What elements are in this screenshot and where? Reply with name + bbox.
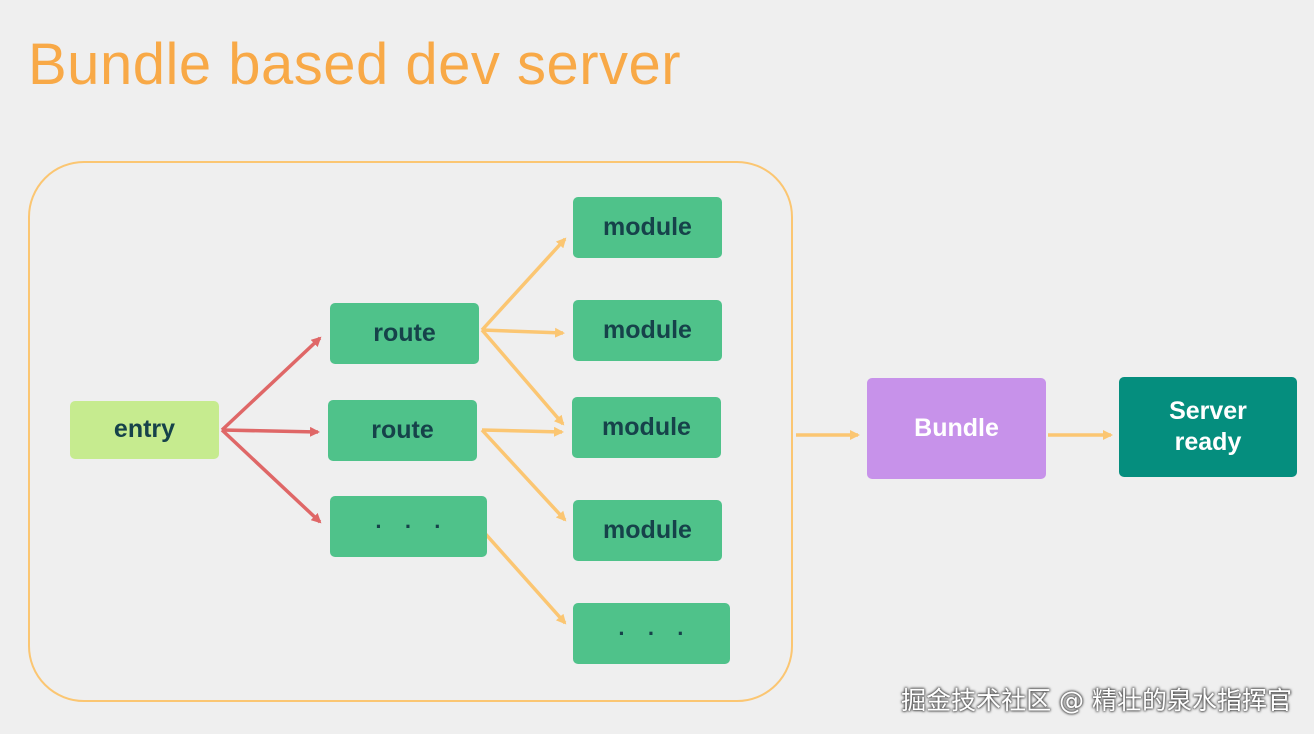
route-2-label: route (371, 415, 434, 444)
bundle-label: Bundle (914, 413, 999, 442)
entry-node: entry (70, 401, 219, 459)
arrow-entry-route-1 (220, 336, 322, 432)
module-2-label: module (603, 315, 692, 344)
module-ellipsis-label: · · · (618, 620, 693, 646)
module-3-label: module (602, 412, 691, 441)
arrow-route1-module2 (481, 327, 565, 338)
arrow-route2-module4 (480, 428, 567, 522)
module-node-4: module (573, 500, 722, 561)
arrow-route2-module3 (481, 426, 564, 437)
module-node-ellipsis: · · · (573, 603, 730, 664)
arrow-route1-module3 (480, 328, 565, 426)
module-node-1: module (573, 197, 722, 258)
watermark: 掘金技术社区 @ 精壮的泉水指挥官 (901, 686, 1292, 715)
bundle-container (28, 161, 793, 702)
route-1-label: route (373, 318, 436, 347)
route-node-1: route (330, 303, 479, 364)
arrow-entry-route-2 (221, 426, 320, 437)
server-ready-node: Server ready (1119, 377, 1297, 477)
arrow-route3-module5 (480, 528, 567, 625)
diagram-title: Bundle based dev server (28, 32, 682, 97)
route-node-2: route (328, 400, 477, 461)
module-1-label: module (603, 212, 692, 241)
module-node-3: module (572, 397, 721, 458)
module-node-2: module (573, 300, 722, 361)
route-ellipsis-label: · · · (375, 513, 450, 539)
entry-label: entry (113, 415, 176, 444)
server-label-line1: Server (1169, 396, 1247, 425)
arrow-route1-module1 (480, 237, 567, 332)
route-node-ellipsis: · · · (330, 496, 487, 557)
arrow-entry-route-3 (220, 428, 322, 524)
server-label-line2: ready (1174, 428, 1242, 456)
bundle-node: Bundle (867, 378, 1046, 479)
module-4-label: module (603, 515, 692, 544)
